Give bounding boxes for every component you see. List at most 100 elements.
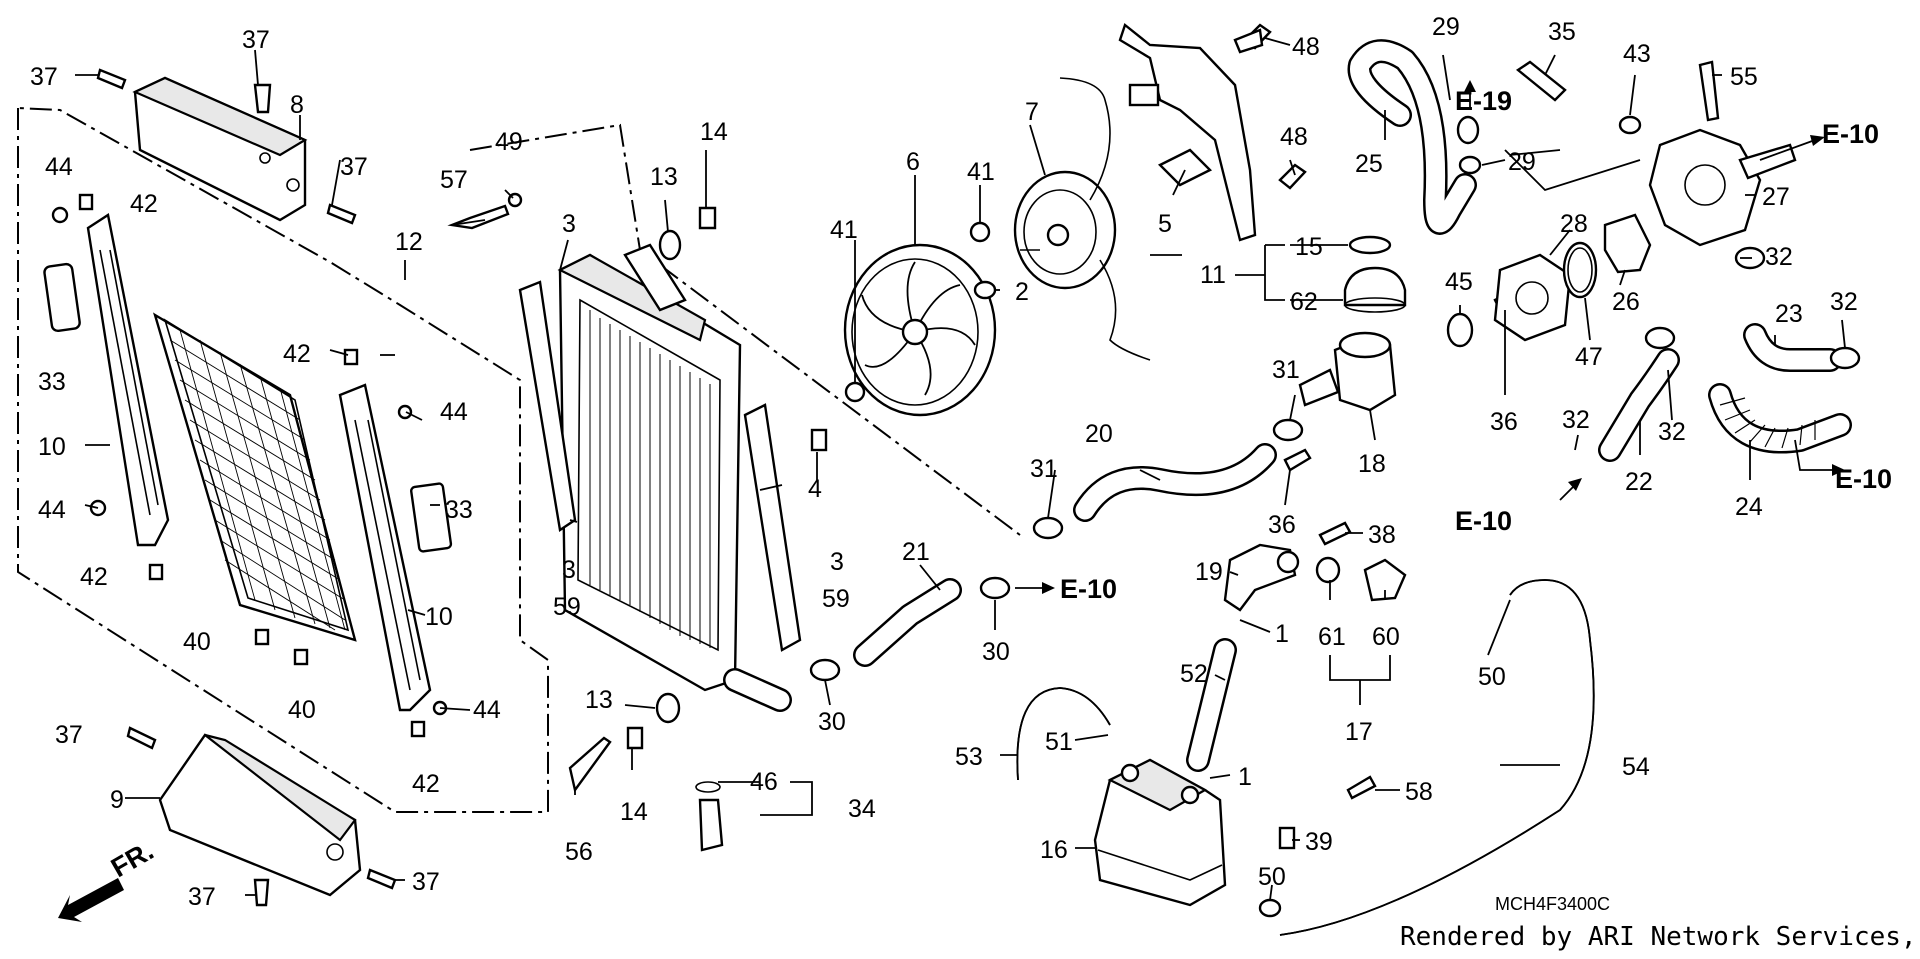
callout: 26 xyxy=(1612,288,1640,316)
callout: 33 xyxy=(38,368,66,396)
ref-e10-lower: E-10 xyxy=(1455,506,1512,536)
callout: 31 xyxy=(1030,455,1058,483)
callout: 42 xyxy=(130,190,158,218)
callout: 42 xyxy=(283,340,311,368)
callout: 48 xyxy=(1292,33,1320,61)
callout: 36 xyxy=(1490,408,1518,436)
callout: 41 xyxy=(830,216,858,244)
callout: 52 xyxy=(1180,660,1208,688)
callout: 37 xyxy=(188,883,216,911)
callout: 37 xyxy=(340,153,368,181)
filler-thermostat xyxy=(1223,28,1797,850)
callout: 56 xyxy=(565,838,593,866)
callout: 50 xyxy=(1478,663,1506,691)
callout: 6 xyxy=(906,148,920,176)
ref-e10-center: E-10 xyxy=(1060,574,1117,604)
callout: 60 xyxy=(1372,623,1400,651)
radiator xyxy=(447,123,1021,852)
callout: 37 xyxy=(242,26,270,54)
reference-labels: E-19 E-10 E-10 E-10 E-10 xyxy=(1060,86,1892,604)
reserve-tank xyxy=(1093,758,1282,918)
callout: 28 xyxy=(1560,210,1588,238)
callout: 10 xyxy=(425,603,453,631)
callout: 37 xyxy=(412,868,440,896)
callout: 8 xyxy=(290,91,304,119)
callout: 32 xyxy=(1830,288,1858,316)
callout: 22 xyxy=(1625,468,1653,496)
callout: 50 xyxy=(1258,863,1286,891)
callout: 44 xyxy=(473,696,501,724)
callout: 39 xyxy=(1305,828,1333,856)
callout: 12 xyxy=(395,228,423,256)
callout: 51 xyxy=(1045,728,1073,756)
callout: 14 xyxy=(700,118,728,146)
callout: 44 xyxy=(45,153,73,181)
callout: 10 xyxy=(38,433,66,461)
callout: 59 xyxy=(553,593,581,621)
callout: 7 xyxy=(1025,98,1039,126)
callout: 38 xyxy=(1368,521,1396,549)
ref-e19: E-19 xyxy=(1455,86,1512,116)
callout: 1 xyxy=(1275,620,1289,648)
leader-lines xyxy=(75,37,1846,901)
callout: 53 xyxy=(955,743,983,771)
callout: 40 xyxy=(183,628,211,656)
ref-e10-top: E-10 xyxy=(1822,119,1879,149)
reference-arrows xyxy=(1015,80,1845,594)
direction-label: FR. xyxy=(106,835,159,883)
left-assembly xyxy=(17,68,549,922)
callout: 31 xyxy=(1272,356,1300,384)
ref-e10-right: E-10 xyxy=(1835,464,1892,494)
callout: 30 xyxy=(982,638,1010,666)
callout: 40 xyxy=(288,696,316,724)
callout: 2 xyxy=(1015,278,1029,306)
callout: 36 xyxy=(1268,511,1296,539)
callout: 49 xyxy=(495,128,523,156)
callout: 34 xyxy=(848,795,876,823)
callout: 4 xyxy=(808,475,822,503)
callout: 3 xyxy=(562,556,576,584)
callout: 32 xyxy=(1765,243,1793,271)
callout: 54 xyxy=(1622,753,1650,781)
callout: 14 xyxy=(620,798,648,826)
callout: 44 xyxy=(38,496,66,524)
callout: 5 xyxy=(1158,210,1172,238)
callout: 15 xyxy=(1295,233,1323,261)
callout: 18 xyxy=(1358,450,1386,478)
callout: 62 xyxy=(1290,288,1318,316)
diagram-code: MCH4F3400C xyxy=(1495,894,1610,914)
callout: 43 xyxy=(1623,40,1651,68)
callout: 44 xyxy=(440,398,468,426)
callout: 37 xyxy=(55,721,83,749)
callout: 32 xyxy=(1562,406,1590,434)
callout: 3 xyxy=(830,548,844,576)
callout-labels: 37 37 8 37 44 42 12 33 10 44 42 40 40 10… xyxy=(30,13,1858,911)
callout: 30 xyxy=(818,708,846,736)
callout: 33 xyxy=(445,496,473,524)
callout: 48 xyxy=(1280,123,1308,151)
callout: 41 xyxy=(967,158,995,186)
callout: 3 xyxy=(562,210,576,238)
callout: 58 xyxy=(1405,778,1433,806)
callout: 47 xyxy=(1575,343,1603,371)
callout: 42 xyxy=(80,563,108,591)
callout: 45 xyxy=(1445,268,1473,296)
callout: 20 xyxy=(1085,420,1113,448)
callout: 57 xyxy=(440,166,468,194)
callout: 13 xyxy=(650,163,678,191)
fan-assembly xyxy=(843,22,1307,417)
callout: 23 xyxy=(1775,300,1803,328)
callout: 55 xyxy=(1730,63,1758,91)
callout: 9 xyxy=(110,786,124,814)
callout: 46 xyxy=(750,768,778,796)
callout: 24 xyxy=(1735,493,1763,521)
callout: 29 xyxy=(1432,13,1460,41)
callout: 13 xyxy=(585,686,613,714)
callout: 25 xyxy=(1355,150,1383,178)
callout: 21 xyxy=(902,538,930,566)
callout: 35 xyxy=(1548,18,1576,46)
credit-text: Rendered by ARI Network Services, Inc. xyxy=(1400,922,1920,952)
hoses xyxy=(809,39,1861,936)
callout: 17 xyxy=(1345,718,1373,746)
